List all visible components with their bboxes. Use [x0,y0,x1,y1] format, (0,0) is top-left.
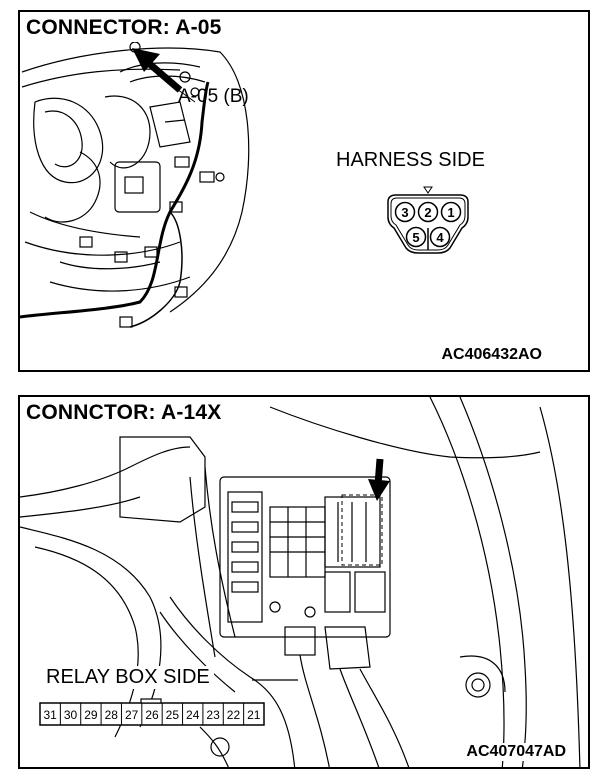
connector-title: CONNECTOR: A-05 [26,16,226,42]
relay-terminal-number: 22 [227,708,241,722]
pin-number: 4 [436,230,444,245]
relay-terminal-number: 28 [105,708,119,722]
relay-terminal-number: 27 [125,708,139,722]
figure-code: AC406432AO [439,346,544,364]
relay-terminal-number: 31 [44,708,58,722]
relay-terminal-number: 25 [166,708,180,722]
connector-a05-panel: CONNECTOR: A-05 A-05 (B) HARNESS SIDE 3 … [18,10,590,372]
pin-number: 3 [401,205,408,220]
relay-terminal-number: 23 [206,708,220,722]
pin-number: 5 [412,230,419,245]
figure-code: AC407047AD [464,743,568,761]
relay-terminal-number: 26 [145,708,159,722]
relay-label-leader [252,679,298,681]
harness-side-label: HARNESS SIDE [336,149,485,171]
connector-title: CONNCTOR: A-14X [26,401,226,427]
relay-box-illustration [20,397,581,767]
relay-terminal-number: 30 [64,708,78,722]
relay-terminal-strip: 31 30 29 28 27 26 25 24 23 22 21 [39,698,265,726]
pin-number: 1 [447,205,454,220]
relay-terminal-number: 21 [247,708,261,722]
relay-box-side-label: RELAY BOX SIDE [42,666,214,689]
connector-a14x-panel: CONNCTOR: A-14X RELAY BOX SIDE 31 30 29 28 2… [18,395,590,769]
connector-callout-label: A-05 (B) [178,86,249,107]
pin-number: 2 [424,205,431,220]
relay-terminal-number: 24 [186,708,200,722]
harness-pin-map: 3 2 1 5 4 [394,201,462,248]
relay-terminal-number: 29 [84,708,98,722]
